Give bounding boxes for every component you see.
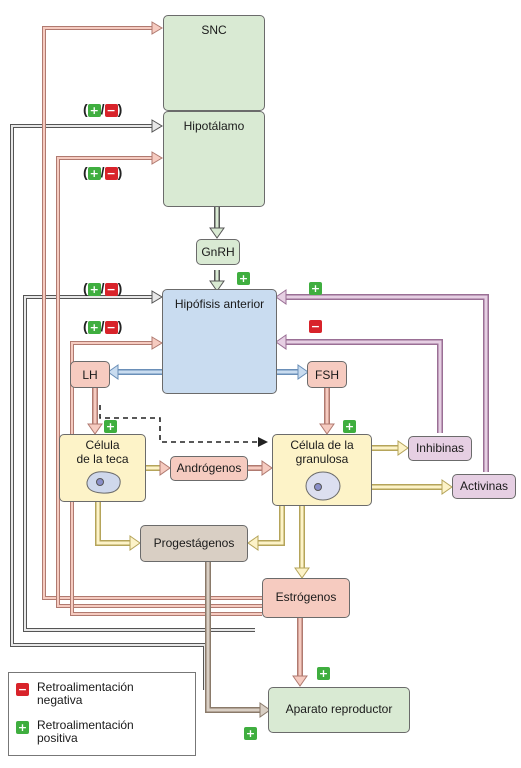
hipofisis-label: Hipófisis anterior xyxy=(174,297,265,311)
activinas-label: Activinas xyxy=(459,479,509,493)
aparato-reproductor-node: Aparato reproductor xyxy=(268,687,410,733)
legend-negative-label-1: Retroalimentación xyxy=(37,680,134,694)
legend-positive-icon: + xyxy=(16,721,29,734)
legend-positive-label-1: Retroalimentación xyxy=(37,718,134,732)
feedback-indicator-3: (+/−) xyxy=(83,280,123,296)
teca-cell-node: Célula de la teca xyxy=(59,434,146,502)
hipofisis-anterior-node: Hipófisis anterior xyxy=(162,289,277,394)
negative-sign-icon: − xyxy=(104,103,118,117)
fsh-node: FSH xyxy=(307,361,347,388)
inhibinas-node: Inhibinas xyxy=(408,436,472,461)
feedback-indicator-4: (+/−) xyxy=(83,318,123,334)
positive-sign-icon: + xyxy=(87,103,101,117)
inhibinas-label: Inhibinas xyxy=(415,441,465,455)
fsh-positive-sign-icon: + xyxy=(343,420,356,433)
teca-label-1: Célula xyxy=(85,438,120,452)
lh-positive-sign-icon: + xyxy=(104,420,117,433)
teca-cell-icon xyxy=(86,471,121,494)
snc-node: SNC xyxy=(163,15,265,111)
progestagenos-node: Progestágenos xyxy=(140,525,248,562)
granulosa-label-2: granulosa xyxy=(295,452,349,466)
positive-sign-icon: + xyxy=(87,282,101,296)
legend-positive-label-2: positiva xyxy=(37,731,78,746)
gnrh-node: GnRH xyxy=(196,239,240,265)
lh-label: LH xyxy=(82,368,98,382)
hipotalamo-node: Hipotálamo xyxy=(163,111,265,207)
legend-negative-icon: − xyxy=(16,683,29,696)
fsh-label: FSH xyxy=(315,368,339,382)
negative-sign-icon: − xyxy=(104,282,118,296)
estrogenos-node: Estrógenos xyxy=(262,578,350,618)
lh-node: LH xyxy=(70,361,110,388)
snc-label: SNC xyxy=(201,23,227,37)
granulosa-cell-icon xyxy=(305,471,341,501)
feedback-indicator-1: (+/−) xyxy=(83,101,123,117)
feedback-line-2-inner xyxy=(24,296,255,631)
hipotalamo-label: Hipotálamo xyxy=(183,119,245,133)
gnrh-label: GnRH xyxy=(201,245,235,259)
granulosa-cell-node: Célula de la granulosa xyxy=(272,434,372,506)
teca-label-2: de la teca xyxy=(76,452,129,466)
inhibinas-negative-sign-icon: − xyxy=(309,320,322,333)
feedback-indicator-2: (+/−) xyxy=(83,164,123,180)
progestagenos-label: Progestágenos xyxy=(153,536,235,550)
activinas-node: Activinas xyxy=(452,474,516,499)
positive-sign-icon: + xyxy=(87,320,101,334)
negative-sign-icon: − xyxy=(104,166,118,180)
activinas-positive-sign-icon: + xyxy=(309,282,322,295)
granulosa-label-1: Célula de la xyxy=(290,438,354,452)
estrogenos-label: Estrógenos xyxy=(275,590,337,604)
gnrh-positive-sign-icon: + xyxy=(237,272,250,285)
legend: − Retroalimentación negativa + Retroalim… xyxy=(8,672,196,756)
lh-dashed-arrow xyxy=(99,405,262,443)
estrogen-positive-sign-icon: + xyxy=(317,667,330,680)
negative-sign-icon: − xyxy=(104,320,118,334)
progestagen-positive-sign-icon: + xyxy=(244,727,257,740)
legend-negative-label-2: negativa xyxy=(37,693,83,708)
androgenos-node: Andrógenos xyxy=(170,456,248,481)
androgenos-label: Andrógenos xyxy=(176,461,242,475)
aparato-label: Aparato reproductor xyxy=(285,702,393,716)
positive-sign-icon: + xyxy=(87,166,101,180)
